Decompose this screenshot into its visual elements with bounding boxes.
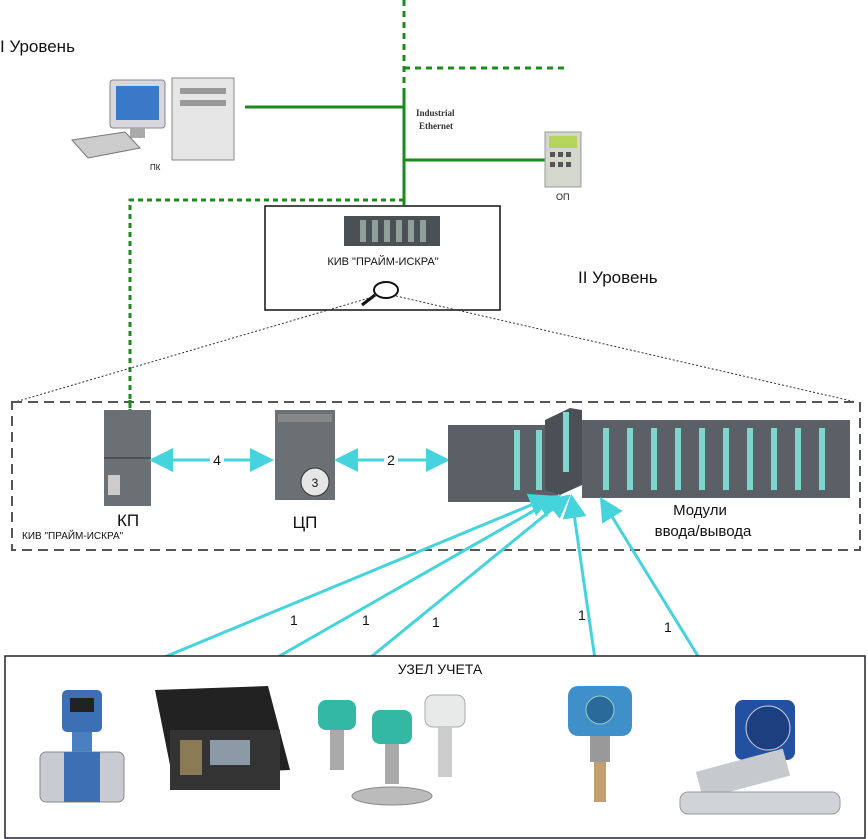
- level-sensors-icon: [318, 694, 466, 806]
- link-kp-cp-label: 4: [213, 452, 221, 468]
- field-link-2-label: 1: [362, 612, 370, 628]
- cp-module-icon: [275, 410, 335, 500]
- cp-badge: 3: [312, 476, 319, 490]
- operator-panel-icon: [544, 131, 582, 188]
- field-link-4-label: 1: [578, 607, 586, 623]
- link-cp-io-label: 2: [387, 452, 395, 468]
- network-label-line2: Ethernet: [419, 121, 453, 131]
- field-link-4: [562, 494, 608, 686]
- pc-icon: [71, 77, 235, 161]
- io-modules-icon: [448, 408, 850, 502]
- magnifier-icon: [361, 281, 399, 307]
- io-label-line1: Модули: [673, 502, 727, 519]
- detail-box: [11, 401, 861, 551]
- portable-case-icon: [155, 686, 290, 790]
- field-link-3-label: 1: [432, 614, 440, 630]
- field-link-5-label: 1: [664, 619, 672, 635]
- network-label-line1: Industrial: [416, 108, 455, 118]
- kp-sublabel: КИВ "ПРАЙМ-ИСКРА": [22, 529, 124, 542]
- level1-label: I Уровень: [0, 37, 75, 56]
- pressure-transmitter-icon: [568, 686, 632, 802]
- coriolis-meter-icon: [679, 700, 841, 815]
- io-label-line2: ввода/вывода: [655, 523, 752, 540]
- level2-label: II Уровень: [578, 268, 658, 287]
- pc-label: ПК: [150, 163, 161, 172]
- zoom-line-right: [395, 295, 857, 403]
- metering-label: УЗЕЛ УЧЕТА: [398, 661, 483, 677]
- kiv-rack-icon: [344, 216, 440, 246]
- kiv-label: КИВ "ПРАЙМ-ИСКРА": [327, 255, 438, 268]
- kp-label: КП: [117, 511, 139, 530]
- kp-module-icon: [104, 410, 151, 506]
- zoom-line-left: [14, 295, 377, 403]
- op-label: ОП: [556, 192, 569, 202]
- flowmeter-icon: [39, 690, 125, 803]
- cp-label: ЦП: [293, 513, 318, 532]
- field-link-1-label: 1: [290, 612, 298, 628]
- ethernet-network: [128, 0, 565, 412]
